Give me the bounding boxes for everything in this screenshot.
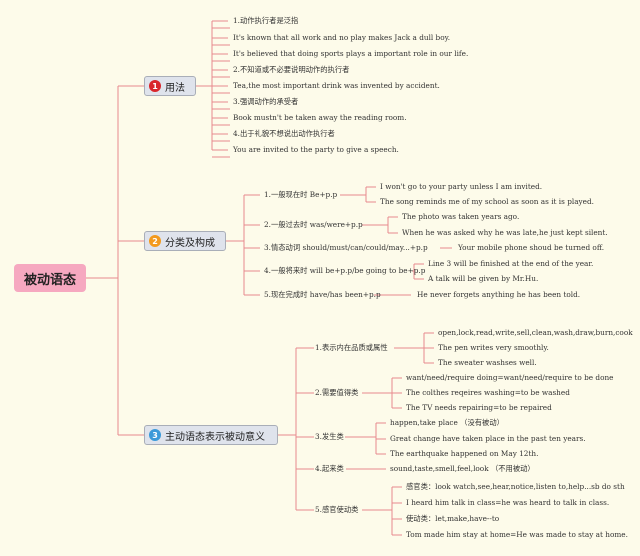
category-item: The pen writes very smoothly.	[438, 343, 549, 352]
tense-label: 3.情态动词 should/must/can/could/may...+p.p	[264, 243, 428, 252]
tense-label: 5.现在完成时 have/has been+p.p	[264, 290, 381, 299]
usage-example: It's believed that doing sports plays a …	[233, 49, 469, 58]
usage-example: 3.强调动作的承受者	[233, 97, 299, 106]
category-item: Great change have taken place in the pas…	[390, 434, 586, 443]
tense-example: The photo was taken years ago.	[402, 212, 520, 221]
number-badge-2: 2	[149, 235, 161, 247]
category-label: 5.感官使动类	[315, 505, 359, 514]
tense-example: Your mobile phone shoud be turned off.	[458, 243, 605, 252]
category-label: 4.起来类	[315, 464, 344, 473]
usage-example: Book mustn't be taken away the reading r…	[233, 113, 407, 122]
usage-heading: 1.动作执行者是泛指	[233, 16, 299, 25]
tense-label: 4.一般将来时 will be+p.p/be going to be+p.p	[264, 266, 426, 275]
branch-active-as-passive: 3 主动语态表示被动意义	[144, 425, 278, 445]
usage-example: 4.出于礼貌不想说出动作执行者	[233, 129, 335, 138]
usage-example: 2.不知道或不必要说明动作的执行者	[233, 65, 350, 74]
tense-label: 1.一般现在时 Be+p.p	[264, 190, 338, 199]
category-item: The colthes reqeires washing=to be washe…	[406, 388, 570, 397]
category-item: sound,taste,smell,feel,look （不用被动）	[390, 464, 535, 473]
category-label: 1.表示内在品质或属性	[315, 343, 388, 352]
usage-example: You are invited to the party to give a s…	[233, 145, 399, 154]
branch-label: 用法	[165, 82, 185, 94]
root-node: 被动语态	[14, 264, 86, 292]
category-item: The sweater washses well.	[438, 358, 537, 367]
category-item: happen,take place （没有被动）	[390, 418, 504, 427]
category-item: The TV needs repairing=to be repaired	[406, 403, 552, 412]
tense-example: The song reminds me of my school as soon…	[380, 197, 594, 206]
category-item: want/need/require doing=want/need/requir…	[406, 373, 614, 382]
tense-label: 2.一般过去时 was/were+p.p	[264, 220, 363, 229]
category-item: 使动类：let,make,have--to	[406, 514, 500, 523]
category-item: Tom made him stay at home=He was made to…	[406, 530, 628, 539]
tense-example: A talk will be given by Mr.Hu.	[428, 274, 539, 283]
tense-example: When he was asked why he was late,he jus…	[402, 228, 608, 237]
number-badge-1: 1	[149, 80, 161, 92]
category-item: I heard him talk in class=he was heard t…	[406, 498, 610, 507]
branch-label: 主动语态表示被动意义	[165, 431, 265, 443]
tense-example: He never forgets anything he has been to…	[417, 290, 581, 299]
category-item: The earthquake happened on May 12th.	[390, 449, 539, 458]
tense-example: Line 3 will be finished at the end of th…	[428, 259, 594, 268]
category-label: 3.发生类	[315, 432, 344, 441]
branch-usage: 1 用法	[144, 76, 196, 96]
branch-types: 2 分类及构成	[144, 231, 226, 251]
tense-example: I won't go to your party unless I am inv…	[380, 182, 543, 191]
usage-example: Tea,the most important drink was invente…	[233, 81, 440, 90]
branch-label: 分类及构成	[165, 237, 215, 249]
number-badge-3: 3	[149, 429, 161, 441]
category-item: open,lock,read,write,sell,clean,wash,dra…	[438, 328, 633, 337]
category-label: 2.需要值得类	[315, 388, 359, 397]
category-item: 感官类：look watch,see,hear,notice,listen to…	[406, 482, 625, 491]
usage-example: It's known that all work and no play mak…	[233, 33, 451, 42]
